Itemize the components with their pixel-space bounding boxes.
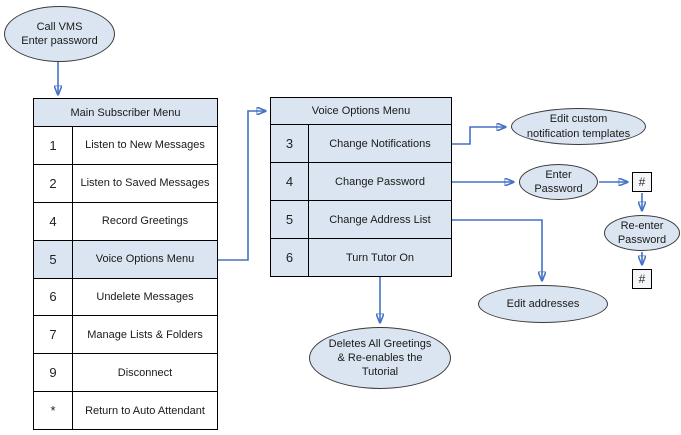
- menu-label: Turn Tutor On: [308, 238, 452, 277]
- voice-menu-row-3: 3 Change Notifications: [270, 124, 452, 163]
- menu-key: 4: [270, 162, 309, 201]
- menu-label: Undelete Messages: [72, 277, 218, 317]
- voice-menu-header-row: Voice Options Menu: [270, 97, 452, 125]
- menu-label: Disconnect: [72, 353, 218, 393]
- main-menu-row-4: 4 Record Greetings: [33, 201, 218, 241]
- hash-key-terminal-2: #: [632, 269, 652, 289]
- connector-voice5-to-edit-addresses: [452, 219, 542, 280]
- main-menu-row-9: 9 Disconnect: [33, 353, 218, 393]
- connector-voice3-to-edit-custom: [452, 127, 505, 145]
- voice-menu-row-6: 6 Turn Tutor On: [270, 238, 452, 277]
- menu-key: 2: [33, 163, 73, 203]
- menu-label: Change Address List: [308, 200, 452, 239]
- menu-label: Manage Lists & Folders: [72, 315, 218, 355]
- outcome-edit-addresses: Edit addresses: [478, 285, 608, 323]
- voice-menu-title: Voice Options Menu: [270, 97, 452, 125]
- menu-key: 7: [33, 315, 73, 355]
- menu-key: 6: [270, 238, 309, 277]
- start-node-call-vms: Call VMS Enter password: [4, 6, 115, 62]
- main-menu-row-7: 7 Manage Lists & Folders: [33, 315, 218, 355]
- menu-label: Listen to New Messages: [72, 126, 218, 165]
- outcome-label: Enter Password: [534, 168, 583, 195]
- menu-key: 3: [270, 124, 309, 163]
- connector-main5-to-voice-menu: [218, 111, 265, 261]
- menu-label: Record Greetings: [72, 201, 218, 241]
- main-menu-row-1: 1 Listen to New Messages: [33, 126, 218, 165]
- main-menu-row-2: 2 Listen to Saved Messages: [33, 163, 218, 203]
- main-menu-row-6: 6 Undelete Messages: [33, 277, 218, 317]
- menu-key: 4: [33, 201, 73, 241]
- hash-key-terminal-1: #: [632, 172, 652, 192]
- voice-menu-row-5: 5 Change Address List: [270, 200, 452, 239]
- hash-label: #: [638, 272, 646, 286]
- menu-key: 1: [33, 126, 73, 165]
- main-menu-row-star: * Return to Auto Attendant: [33, 391, 218, 430]
- main-menu-row-5-voice-options: 5 Voice Options Menu: [33, 239, 218, 279]
- voice-menu-row-4: 4 Change Password: [270, 162, 452, 201]
- outcome-enter-password: Enter Password: [519, 164, 598, 200]
- outcome-deletes-greetings-reenables-tutorial: Deletes All Greetings & Re-enables the T…: [309, 327, 451, 389]
- outcome-label: Deletes All Greetings & Re-enables the T…: [328, 337, 432, 379]
- outcome-edit-custom-notification-templates: Edit custom notification templates: [511, 108, 646, 145]
- main-subscriber-menu-table: Main Subscriber Menu 1 Listen to New Mes…: [33, 98, 218, 430]
- menu-label: Change Notifications: [308, 124, 452, 163]
- menu-key: 6: [33, 277, 73, 317]
- start-node-label: Call VMS Enter password: [21, 20, 98, 47]
- menu-label: Voice Options Menu: [72, 239, 218, 279]
- menu-label: Return to Auto Attendant: [72, 391, 218, 430]
- outcome-label: Re-enter Password: [617, 219, 667, 246]
- voice-options-menu-table: Voice Options Menu 3 Change Notification…: [270, 97, 452, 277]
- menu-label: Change Password: [308, 162, 452, 201]
- hash-label: #: [638, 175, 646, 189]
- menu-key: 9: [33, 353, 73, 393]
- menu-label: Listen to Saved Messages: [72, 163, 218, 203]
- outcome-reenter-password: Re-enter Password: [604, 215, 680, 251]
- main-menu-header-row: Main Subscriber Menu: [33, 98, 218, 127]
- main-menu-title: Main Subscriber Menu: [33, 98, 218, 127]
- menu-key: 5: [270, 200, 309, 239]
- menu-key: 5: [33, 239, 73, 279]
- outcome-label: Edit custom notification templates: [526, 113, 631, 140]
- outcome-label: Edit addresses: [506, 297, 580, 310]
- menu-key: *: [33, 391, 73, 430]
